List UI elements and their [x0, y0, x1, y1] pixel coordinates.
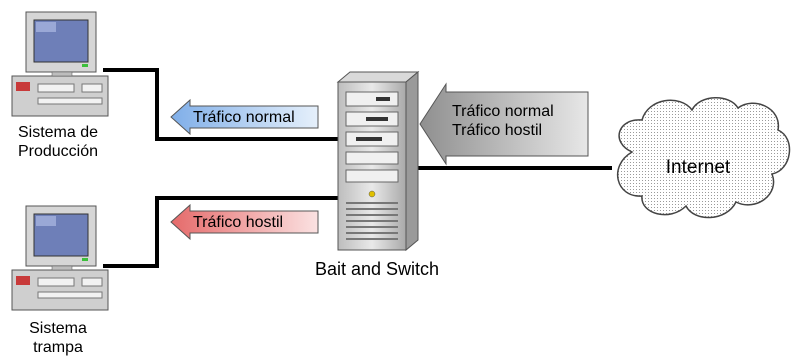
- server-label: Bait and Switch: [314, 259, 440, 279]
- internet-cloud-icon: [616, 97, 791, 219]
- trap-computer-icon: [11, 205, 109, 311]
- production-computer-icon: [11, 11, 109, 117]
- normal-traffic-arrow: [170, 98, 319, 136]
- incoming-traffic-arrow: [419, 82, 589, 166]
- incoming-traffic-line2: Tráfico hostil: [452, 122, 543, 139]
- wire-production-to-server: [103, 68, 342, 141]
- trap-system-label: Sistema trampa: [6, 319, 110, 357]
- internet-label: Internet: [665, 157, 731, 178]
- production-label-line1: Sistema de: [17, 124, 99, 141]
- production-system-label: Sistema de Producción: [6, 123, 110, 161]
- incoming-traffic-label: Tráfico normal Tráfico hostil: [452, 102, 554, 140]
- network-wires: [103, 68, 612, 268]
- production-label-line2: Producción: [17, 143, 99, 160]
- server-tower-icon: [336, 70, 420, 252]
- wire-trap-to-server: [103, 196, 342, 268]
- normal-traffic-label: Tráfico normal: [193, 109, 295, 126]
- hostile-traffic-arrow: [170, 203, 319, 241]
- trap-label-line1: Sistema: [29, 320, 87, 337]
- hostile-traffic-label: Tráfico hostil: [193, 214, 284, 231]
- trap-label-line2: trampa: [33, 339, 83, 356]
- incoming-traffic-line1: Tráfico normal: [452, 103, 554, 120]
